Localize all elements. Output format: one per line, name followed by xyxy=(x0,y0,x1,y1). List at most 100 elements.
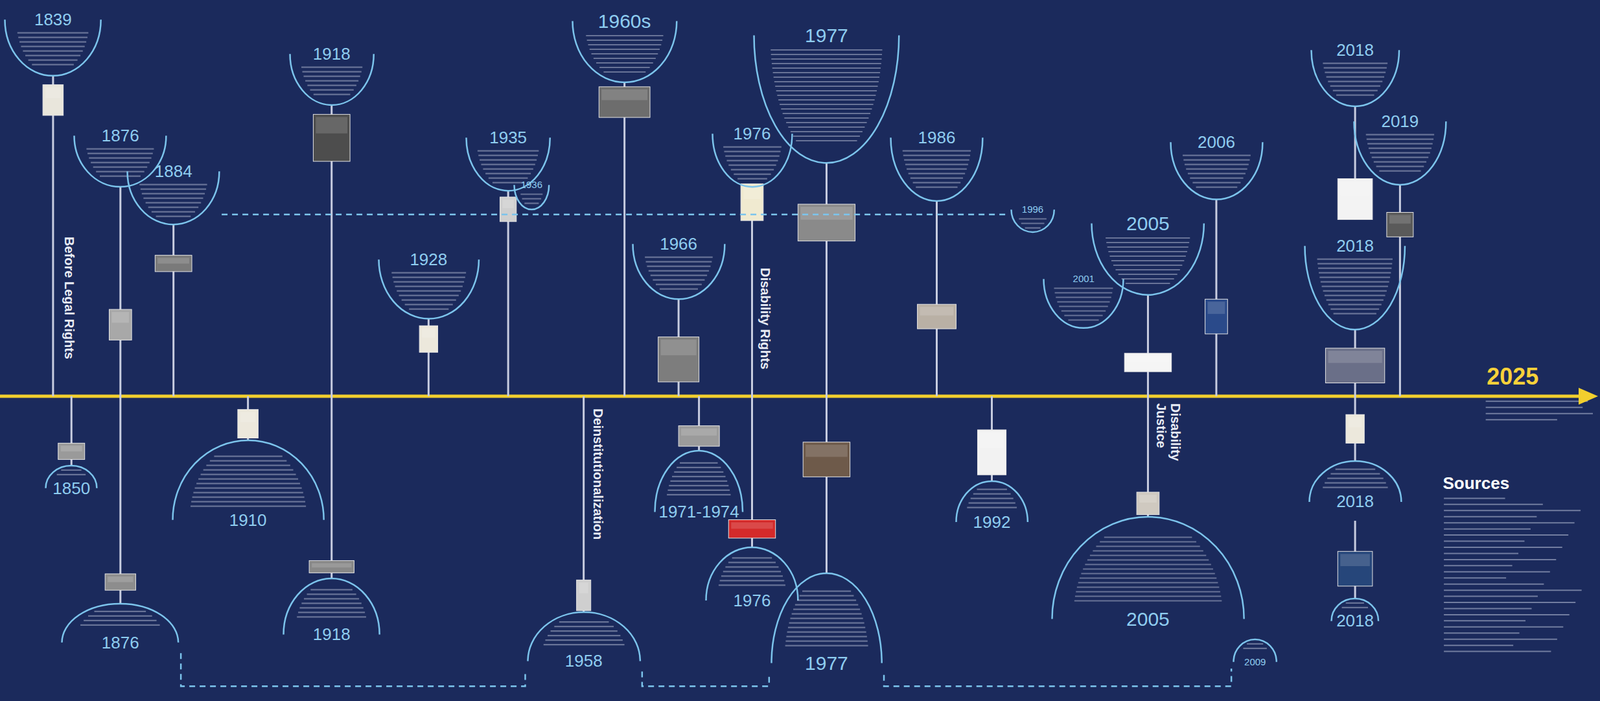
source-list-texture xyxy=(1443,583,1544,585)
archive-picture xyxy=(728,519,776,538)
text-texture-line xyxy=(301,71,361,73)
text-texture-line xyxy=(1373,161,1427,163)
archive-picture xyxy=(419,325,438,352)
archive-picture xyxy=(977,429,1006,475)
text-texture-line xyxy=(1018,217,1047,220)
text-texture-line xyxy=(488,177,529,179)
text-texture-line xyxy=(1328,303,1382,306)
year-label: 1918 xyxy=(281,624,382,644)
text-texture-line xyxy=(776,94,876,96)
small-print-texture xyxy=(1485,400,1588,402)
picture-detail xyxy=(805,444,847,457)
text-texture-line xyxy=(1326,299,1384,301)
year-label: 1928 xyxy=(376,250,481,269)
text-texture-line xyxy=(596,62,654,64)
bubble-arc xyxy=(1353,121,1446,186)
text-texture-line xyxy=(213,455,282,457)
text-texture-line xyxy=(1195,185,1238,188)
text-texture-line xyxy=(786,635,867,637)
text-texture-line xyxy=(591,53,658,55)
decoration xyxy=(1443,401,1593,652)
picture-detail xyxy=(1340,181,1370,196)
year-label: 2006 xyxy=(1168,132,1265,152)
text-texture-line xyxy=(1080,572,1215,575)
year-label: 2018 xyxy=(1307,491,1404,511)
dashed-connector xyxy=(642,670,770,686)
text-texture-line xyxy=(785,639,868,641)
text-texture-line xyxy=(301,602,362,604)
timeline-bubble: 1977 xyxy=(769,571,884,675)
text-texture-line xyxy=(723,150,781,153)
text-texture-line xyxy=(1092,550,1203,552)
text-texture-line xyxy=(202,469,293,471)
archive-picture xyxy=(1325,347,1385,383)
text-texture-line xyxy=(17,31,89,34)
year-label: 2001 xyxy=(1041,273,1126,285)
text-texture-line xyxy=(1079,577,1217,579)
stem-line xyxy=(582,395,585,612)
text-texture-line xyxy=(733,173,771,175)
text-texture-line xyxy=(913,182,962,184)
text-texture-line xyxy=(303,75,360,78)
text-texture-line xyxy=(1118,272,1178,275)
text-texture-line xyxy=(648,270,709,272)
body-text-texture xyxy=(543,621,625,645)
dashed-connector xyxy=(883,668,1232,686)
text-texture-line xyxy=(1345,602,1365,604)
text-texture-line xyxy=(1061,309,1106,312)
text-texture-line xyxy=(659,288,698,290)
text-texture-line xyxy=(599,66,650,69)
text-texture-line xyxy=(1064,314,1103,316)
bubble-arc xyxy=(754,34,900,163)
text-texture-line xyxy=(32,63,75,65)
body-text-texture xyxy=(477,150,540,183)
text-texture-line xyxy=(1317,258,1393,260)
picture-detail xyxy=(157,257,190,264)
timeline-bubble: 1992 xyxy=(953,479,1030,533)
era-label: Disability Rights xyxy=(758,267,773,370)
text-texture-line xyxy=(94,610,147,612)
text-texture-line xyxy=(1331,308,1380,310)
archive-picture xyxy=(42,84,63,116)
text-texture-line xyxy=(788,126,865,128)
bubble-arc xyxy=(1051,516,1244,619)
text-texture-line xyxy=(1068,318,1100,321)
text-texture-line xyxy=(1115,268,1181,270)
text-texture-line xyxy=(1318,267,1392,269)
text-texture-line xyxy=(793,135,860,137)
body-text-texture xyxy=(1054,287,1114,320)
source-list-texture xyxy=(1443,589,1582,591)
text-texture-line xyxy=(309,89,354,91)
body-text-texture xyxy=(585,35,663,72)
text-texture-line xyxy=(482,168,533,170)
archive-picture xyxy=(313,114,350,161)
text-texture-line xyxy=(788,621,864,623)
text-texture-line xyxy=(1099,541,1197,543)
year-label: 1960s xyxy=(570,10,680,32)
picture-detail xyxy=(979,432,1004,448)
body-text-texture xyxy=(1105,237,1190,284)
text-texture-line xyxy=(1324,481,1387,483)
picture-detail xyxy=(1340,553,1370,566)
body-text-texture xyxy=(190,456,306,507)
stem-line xyxy=(172,224,175,396)
text-texture-line xyxy=(788,626,866,628)
text-texture-line xyxy=(1322,486,1388,488)
era-label: Before Legal Rights xyxy=(62,236,77,360)
source-list-texture xyxy=(1443,497,1505,499)
year-label: 1992 xyxy=(953,512,1030,532)
stem-line xyxy=(1215,198,1218,396)
text-texture-line xyxy=(1342,606,1369,608)
stem-line xyxy=(623,82,626,396)
text-texture-line xyxy=(772,67,881,69)
text-texture-line xyxy=(773,76,880,78)
year-label: 1936 xyxy=(511,179,552,191)
archive-picture xyxy=(797,204,855,242)
text-texture-line xyxy=(1366,138,1434,140)
picture-detail xyxy=(1139,494,1157,503)
timeline-bubble: 1976 xyxy=(703,545,801,611)
source-list-texture xyxy=(1443,619,1526,621)
text-texture-line xyxy=(190,505,306,507)
text-texture-line xyxy=(1184,163,1249,165)
text-texture-line xyxy=(88,614,153,617)
